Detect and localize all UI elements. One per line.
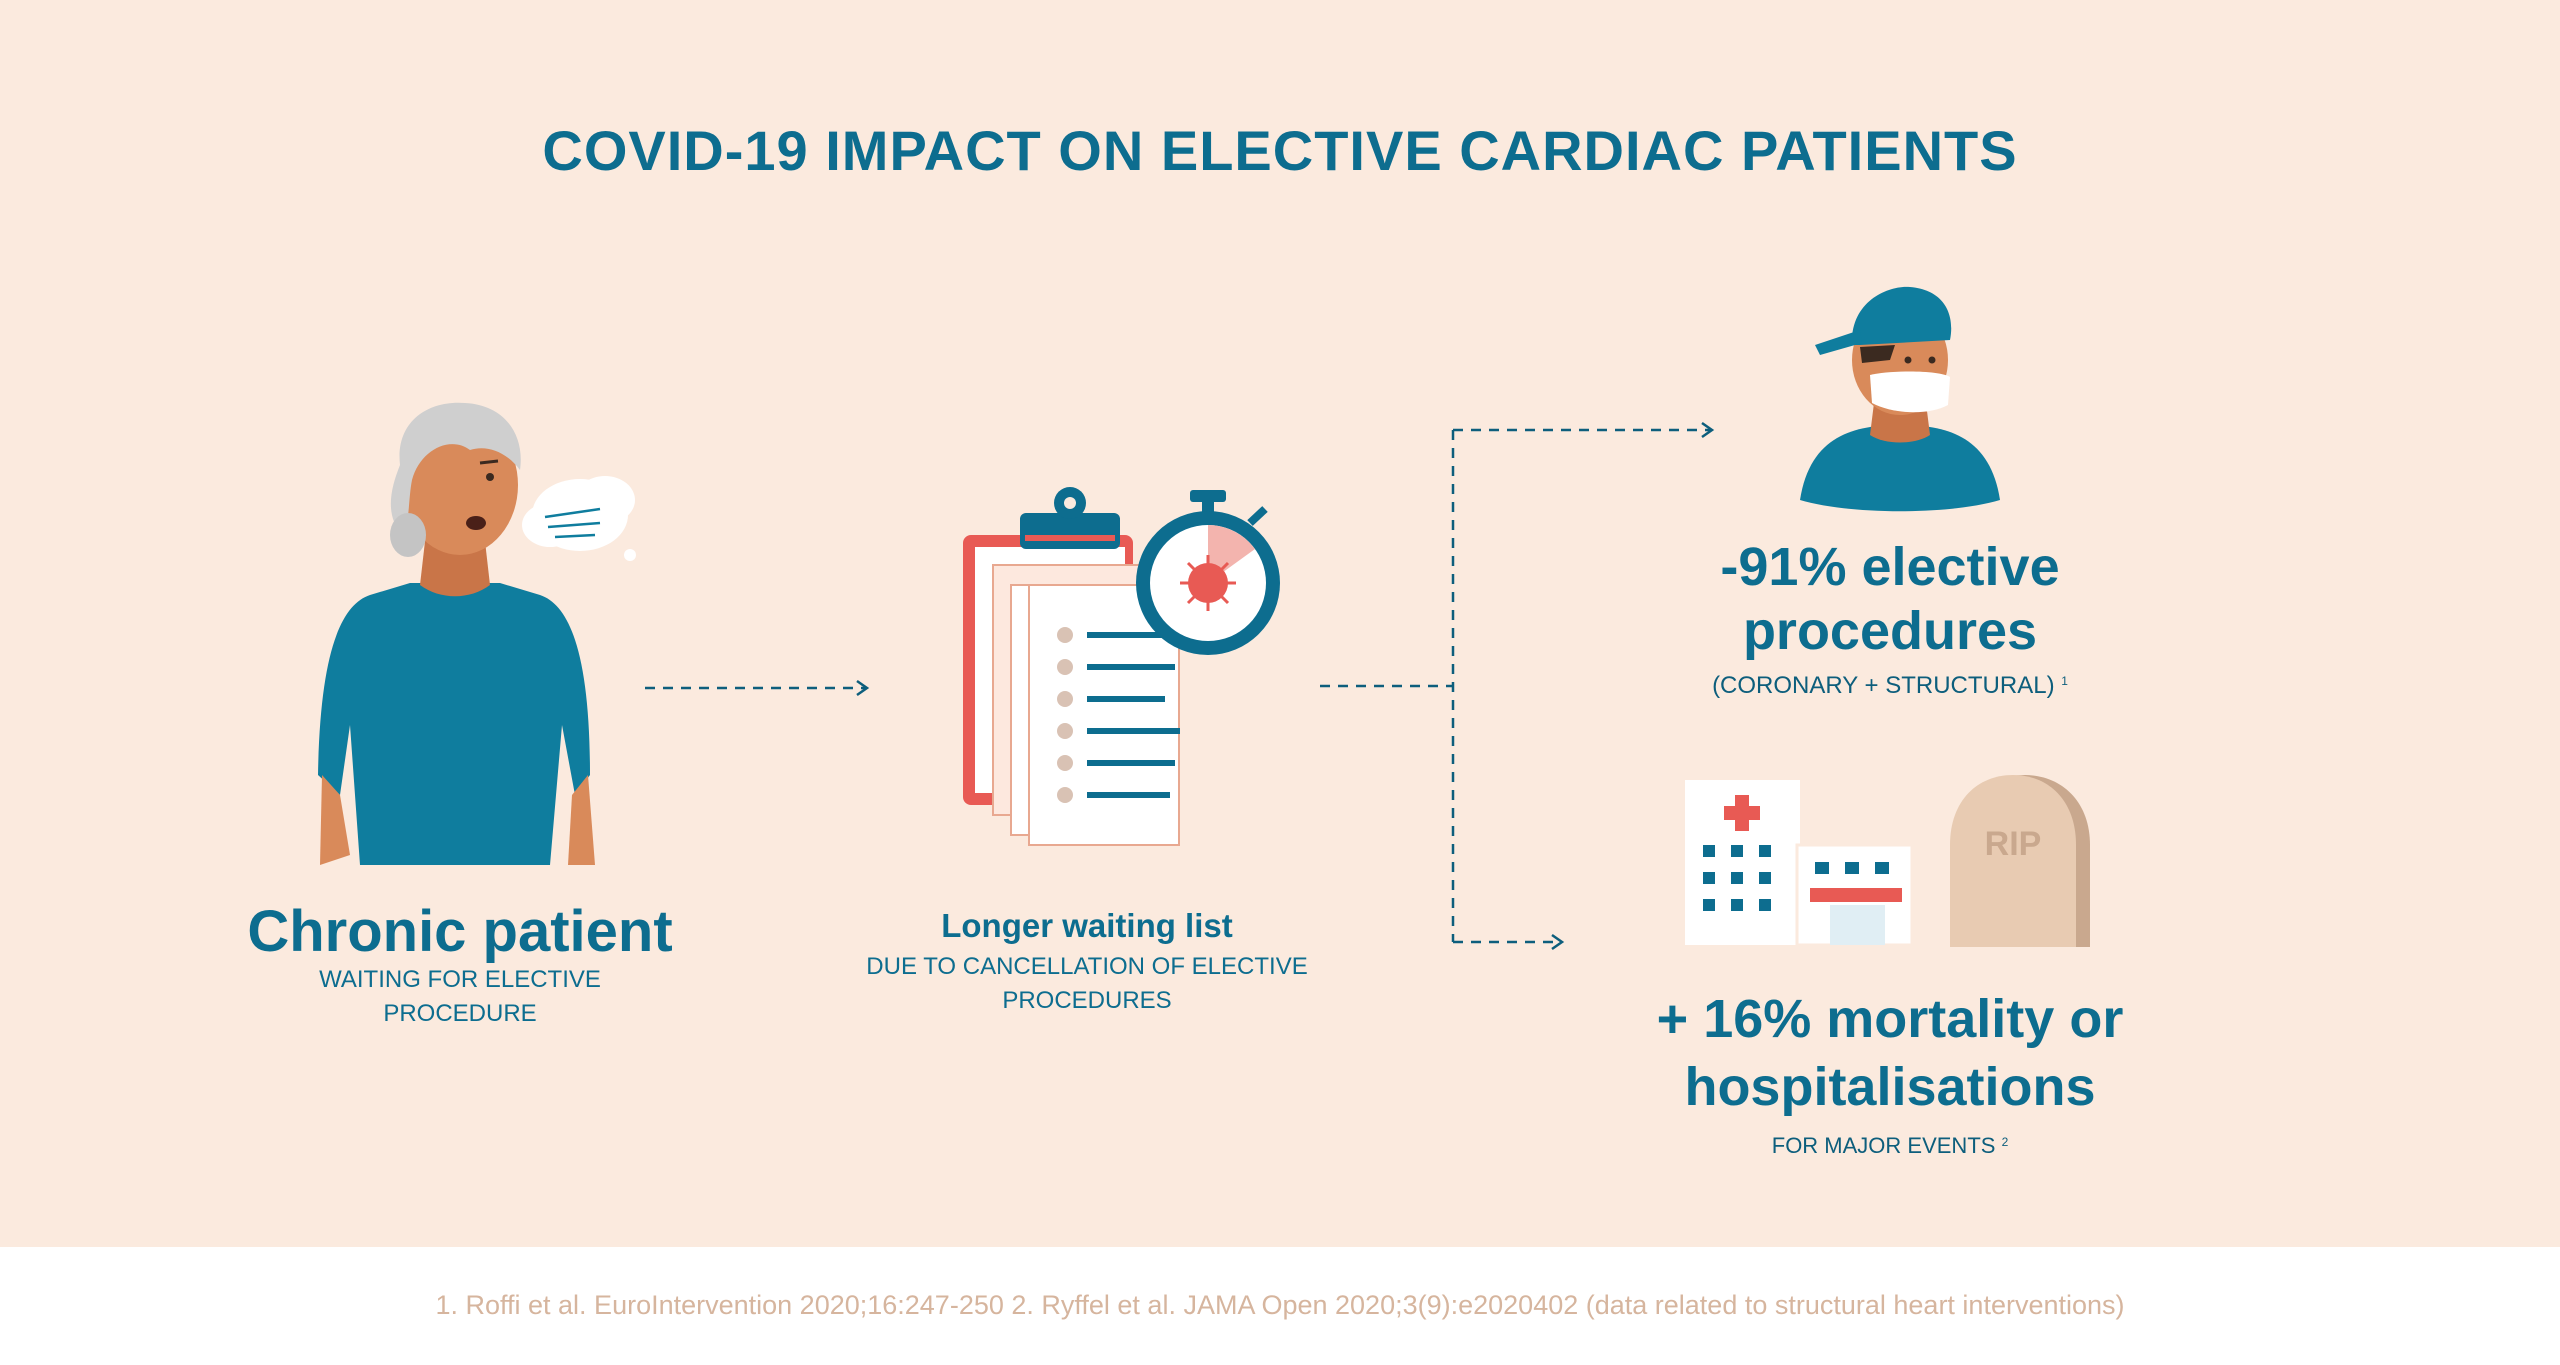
reference-marker: 1 [2061, 674, 2068, 688]
procedures-stat-subtitle: (CORONARY + STRUCTURAL) 1 [1712, 672, 2068, 699]
page-title: COVID-19 IMPACT ON ELECTIVE CARDIAC PATI… [542, 119, 2018, 182]
gravestone-icon: RIP [1950, 775, 2090, 947]
surgeon-icon [1800, 286, 2000, 512]
hospital-icon [1685, 780, 1914, 947]
procedures-stat-title: -91% elective procedures [1720, 537, 2060, 661]
arrow-down-branch-icon [1551, 933, 1565, 951]
arrow-up-branch-icon [1701, 421, 1715, 439]
waiting-list-subtitle: DUE TO CANCELLATION OF ELECTIVE PROCEDUR… [866, 953, 1308, 1014]
branch-arrows [1320, 421, 1715, 951]
patient-subtitle: WAITING FOR ELECTIVE PROCEDURE [319, 966, 601, 1027]
footer [0, 1247, 2560, 1365]
mortality-stat-title: + 16% mortality or hospitalisations [1656, 989, 2124, 1117]
clipboard-stopwatch-icon [963, 487, 1280, 846]
patient-title: Chronic patient [247, 899, 673, 964]
references: 1. Roffi et al. EuroIntervention 2020;16… [435, 1290, 2125, 1320]
mortality-stat-subtitle: FOR MAJOR EVENTS 2 [1771, 1133, 2009, 1158]
reference-marker: 2 [2001, 1135, 2009, 1149]
elderly-woman-icon [318, 402, 636, 865]
waiting-list-title: Longer waiting list [941, 907, 1233, 944]
arrow-right-icon [645, 679, 870, 697]
gravestone-text: RIP [1985, 825, 2042, 863]
